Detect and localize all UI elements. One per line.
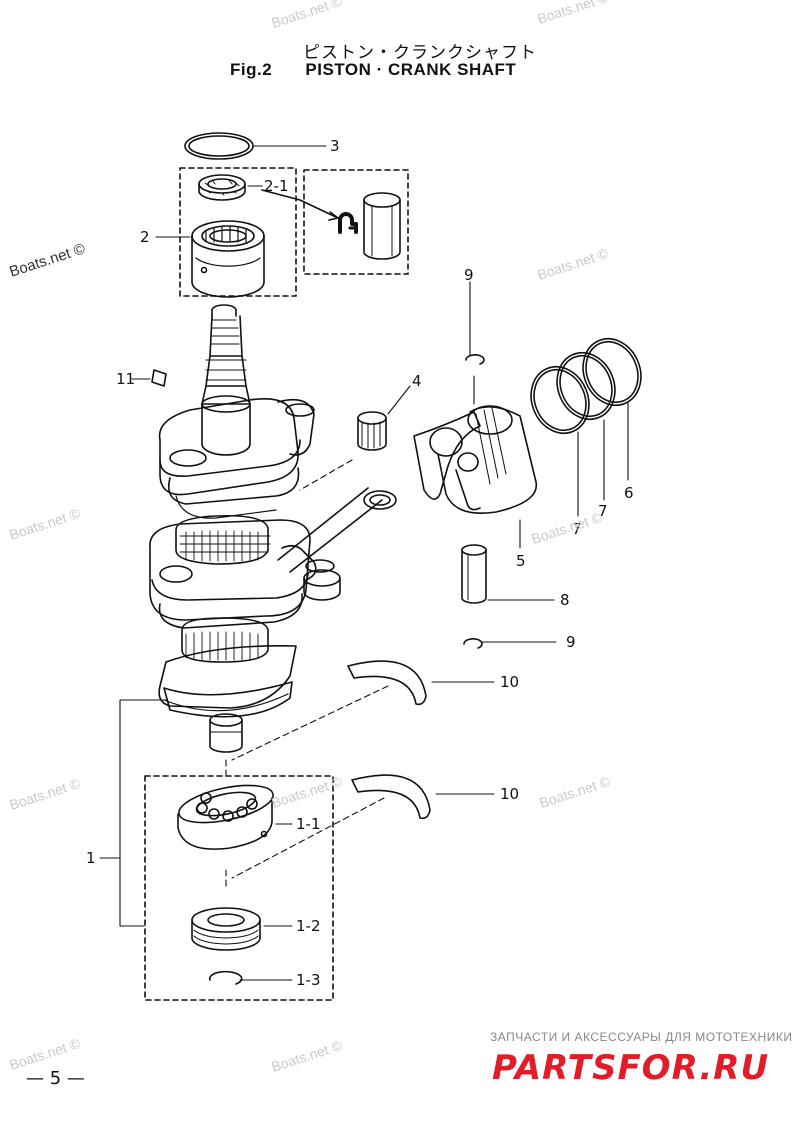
brand-logo[interactable]: PARTSFOR.RU: [492, 1048, 770, 1088]
label-part-11: 11: [116, 370, 136, 388]
label-part-1-3: 1-3: [296, 971, 321, 989]
piston-ring-part-7a: [530, 365, 590, 435]
label-part-5: 5: [516, 552, 526, 570]
snap-ring-part-1-3: [208, 970, 243, 985]
label-part-3: 3: [330, 137, 340, 155]
crankshaft-kit-box: [144, 775, 334, 1001]
piston-ring-part-7b: [556, 351, 616, 421]
leader-2-1-detail: [261, 189, 339, 219]
piston-part-5: [413, 405, 538, 514]
label-part-7b: 7: [598, 502, 608, 520]
ball-bearing-part-1-1: [177, 784, 274, 850]
label-part-8: 8: [560, 591, 570, 609]
label-part-4: 4: [412, 372, 422, 390]
thrust-washer-part-10-lower: [351, 774, 431, 820]
needle-bearing-part-4: [357, 411, 387, 451]
detail-pin-illustration: [363, 192, 401, 260]
page-number: — 5 —: [26, 1068, 85, 1089]
clip-symbol-icon: [338, 212, 358, 234]
circlip-part-9-upper: [465, 354, 485, 365]
figure-number: Fig.2: [230, 60, 273, 79]
piston-pin-part-8: [461, 544, 487, 604]
arrowhead: [328, 211, 339, 221]
label-part-1: 1: [86, 849, 96, 867]
connecting-rod: [277, 487, 397, 581]
seal-part-1-2: [191, 907, 261, 951]
label-part-1-2: 1-2: [296, 917, 321, 935]
circlip-part-9-lower: [463, 638, 483, 649]
diagram-title-japanese: ピストン・クランクシャフト: [303, 43, 537, 62]
label-part-6: 6: [624, 484, 634, 502]
label-part-2: 2: [140, 228, 150, 246]
thrust-washer-part-10-upper: [347, 660, 427, 706]
piston-ring-part-6: [582, 337, 642, 407]
o-ring-part-3: [184, 132, 254, 160]
label-part-9-lower: 9: [566, 633, 576, 651]
diagram-title-english: PISTON · CRANK SHAFT: [305, 60, 517, 79]
bearing-part-2: [191, 220, 265, 298]
label-part-10-upper: 10: [500, 673, 520, 691]
label-part-10-lower: 10: [500, 785, 520, 803]
seal-ring-part-2-1: [198, 174, 246, 201]
key-part-11: [151, 369, 167, 387]
detail-view-box: [303, 169, 409, 275]
label-part-1-1: 1-1: [296, 815, 321, 833]
leader-lines: [99, 145, 629, 981]
label-part-9-upper: 9: [464, 266, 474, 284]
label-part-2-1: 2-1: [264, 177, 289, 195]
crankshaft: [149, 304, 341, 753]
diagram-title: Fig.2 PISTON · CRANK SHAFT: [230, 60, 516, 80]
brand-tagline: ЗАПЧАСТИ И АКСЕССУАРЫ ДЛЯ МОТОТЕХНИКИ: [490, 1030, 793, 1044]
label-part-7a: 7: [572, 520, 582, 538]
